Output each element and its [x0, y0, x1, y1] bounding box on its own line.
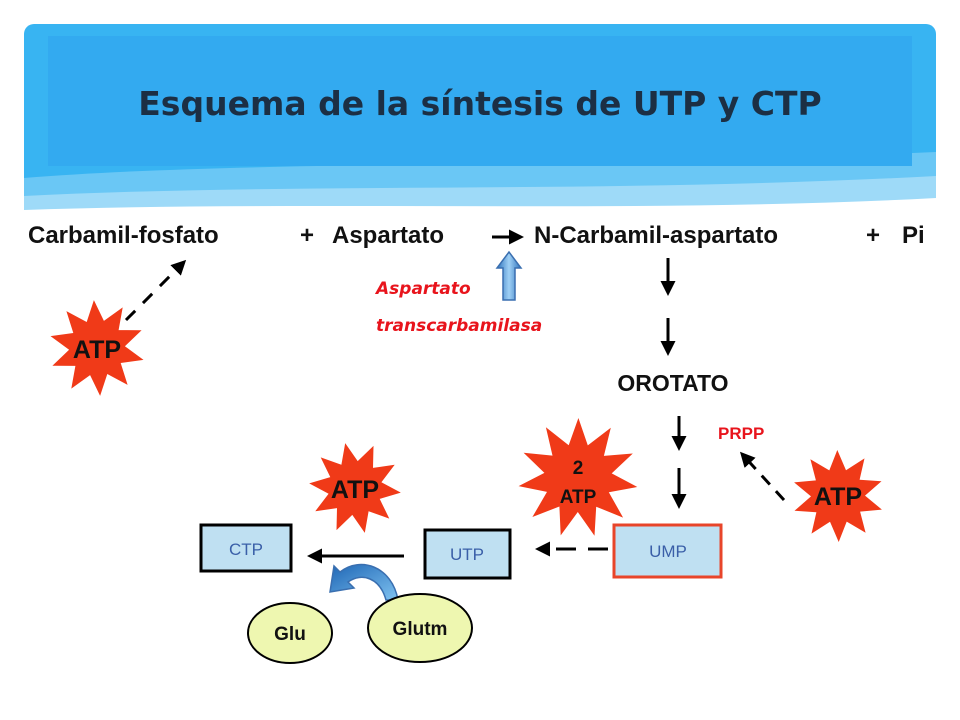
glutm-ellipse: Glutm: [367, 593, 473, 663]
enzyme-up-arrow-icon: [495, 250, 523, 301]
curved-arrow-icon: [329, 563, 399, 601]
utp-label: UTP: [450, 545, 484, 564]
glu-ellipse: Glu: [247, 602, 333, 664]
product-pi: Pi: [902, 222, 925, 249]
reactant-aspartato: Aspartato: [332, 222, 444, 249]
glutm-label: Glutm: [393, 619, 448, 640]
atp-burst-ctp: ATP: [309, 443, 401, 533]
ump-label: UMP: [649, 542, 687, 561]
atp-burst-left: ATP: [50, 300, 144, 396]
atp-burst-two: 2 ATP: [518, 418, 638, 536]
glu-ellipse-shape: [247, 602, 333, 664]
atp-label-right: ATP: [814, 483, 862, 511]
enzyme-name-line-1: Aspartato: [374, 279, 471, 299]
utp-box-shape: [423, 528, 512, 580]
plus-sign-2: +: [866, 222, 880, 249]
reaction-equation: Carbamil-fosfato + Aspartato N-Carbamil-…: [28, 222, 925, 249]
atp-label-ctp: ATP: [331, 476, 379, 504]
ctp-box-shape: [199, 523, 293, 573]
glutm-ellipse-shape: [367, 593, 473, 663]
ump-box-shape: [612, 523, 723, 579]
atp-label-left: ATP: [73, 336, 121, 364]
atp-burst-right-shape: [794, 450, 882, 542]
prpp-dashed-arrow: [739, 451, 786, 502]
enzyme-name-line-2: transcarbamilasa: [376, 316, 542, 336]
glu-label: Glu: [274, 624, 306, 645]
header-wave-3: [24, 198, 936, 244]
page-title: Esquema de la síntesis de UTP y CTP: [138, 84, 821, 123]
glutamine-exchange-arrow: [329, 563, 399, 601]
ctp-box: CTP: [199, 523, 293, 573]
prpp-label: PRPP: [718, 424, 764, 443]
orotato-label: OROTATO: [617, 370, 728, 396]
atp-burst-ctp-shape: [309, 443, 401, 533]
atp-label-two-count: 2: [573, 458, 584, 479]
atp-burst-left-shape: [50, 300, 144, 396]
utp-box: UTP: [423, 528, 512, 580]
atp-burst-two-shape: [518, 418, 638, 536]
reactant-carbamil-fosfato: Carbamil-fosfato: [28, 222, 219, 249]
header: Esquema de la síntesis de UTP y CTP: [24, 24, 936, 244]
ctp-label: CTP: [229, 540, 263, 559]
atp-dashed-arrow-left: [124, 259, 187, 322]
enzyme-label: Aspartato transcarbamilasa: [374, 250, 542, 336]
title-panel: [48, 36, 912, 166]
product-n-carbamil-aspartato: N-Carbamil-aspartato: [534, 222, 778, 249]
plus-sign-1: +: [300, 222, 314, 249]
atp-label-two: ATP: [560, 487, 597, 508]
ump-box: UMP: [612, 523, 723, 579]
atp-burst-right: ATP: [794, 450, 882, 542]
